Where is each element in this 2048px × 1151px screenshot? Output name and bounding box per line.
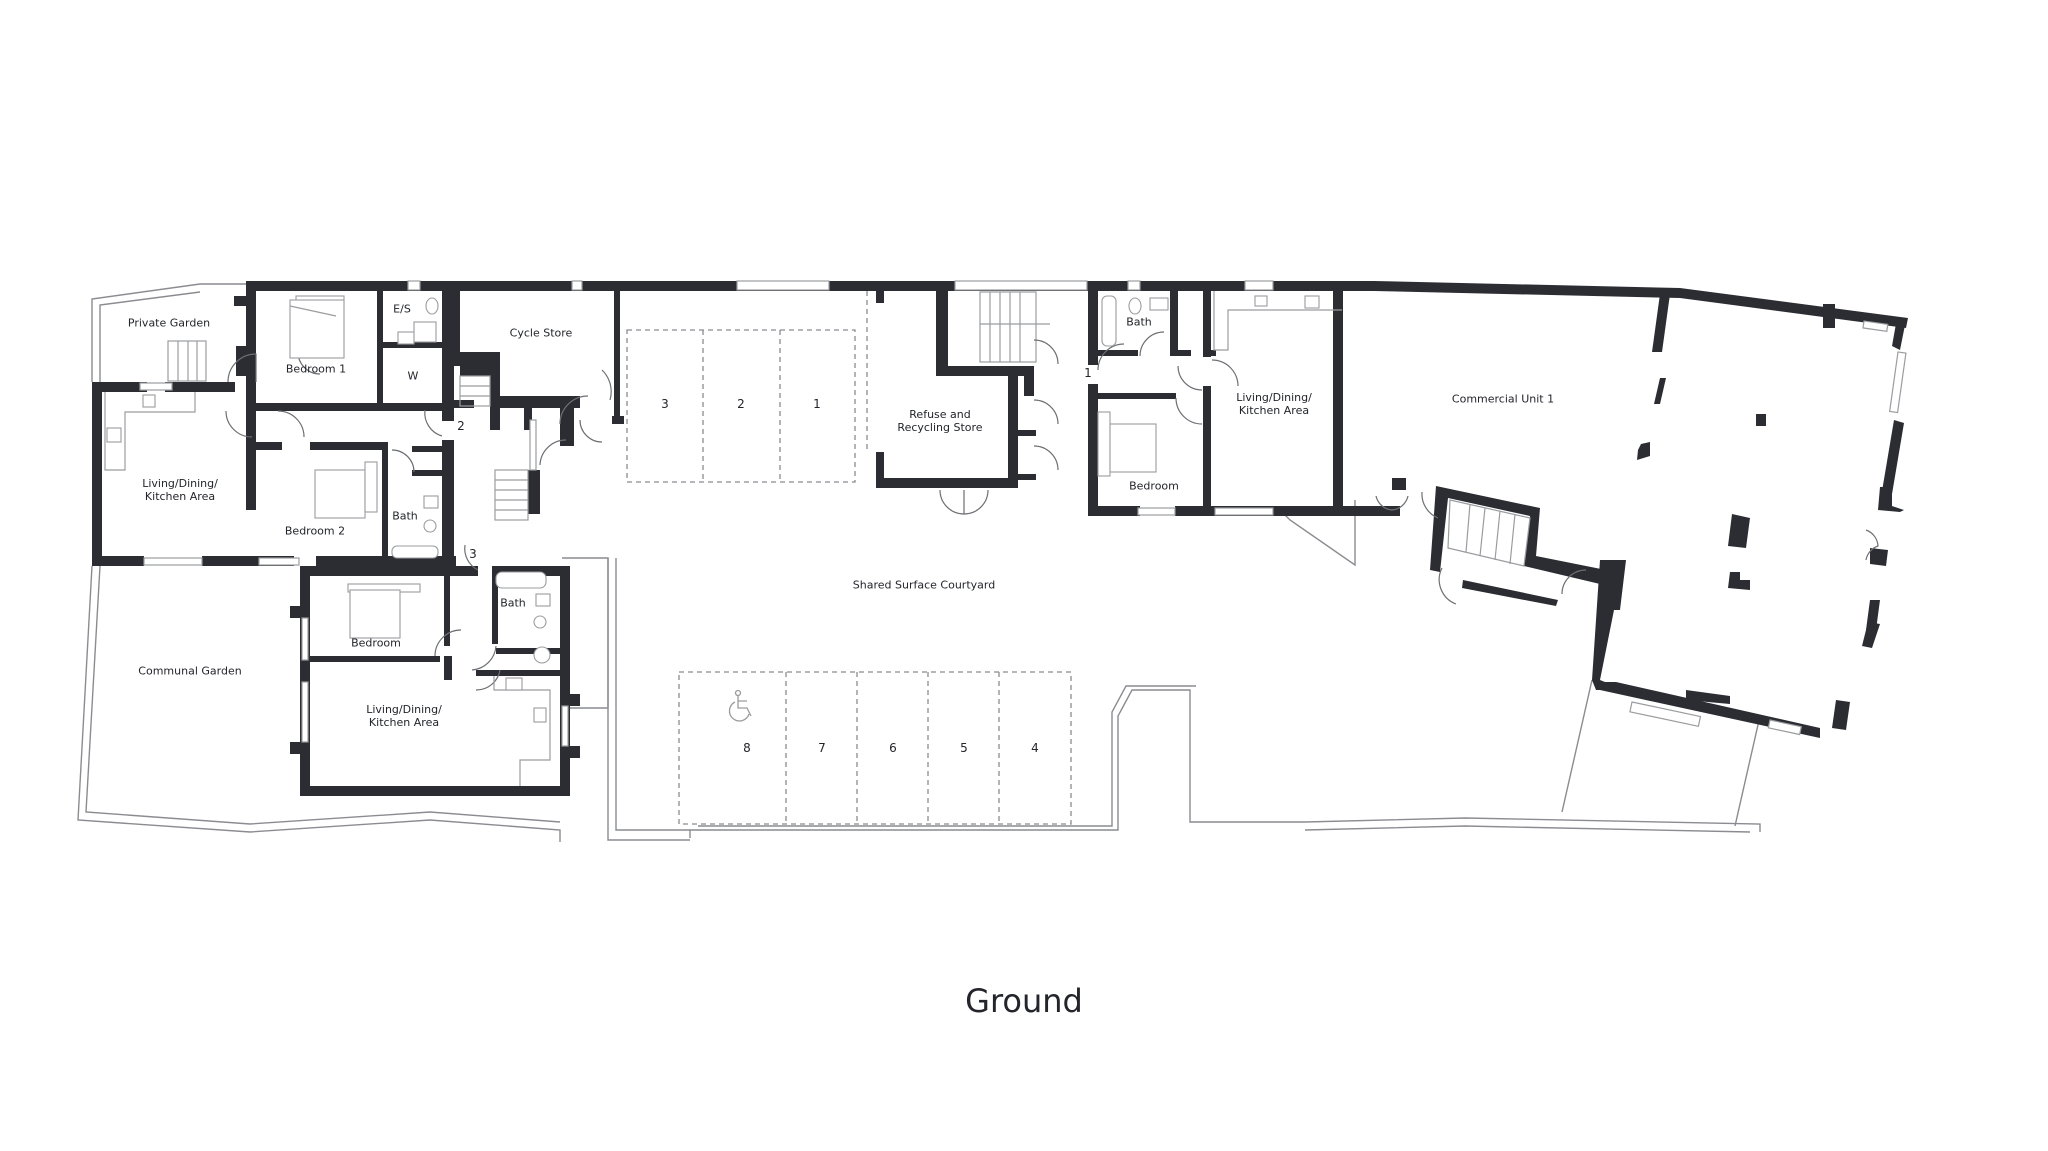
room-label-en-suite: E/S [393, 302, 411, 316]
room-label-bedroom-c: Bedroom [351, 636, 401, 650]
room-label-living-b-line2: Kitchen Area [1238, 404, 1310, 417]
room-label-bedroom-b: Bedroom [1129, 479, 1179, 493]
parking-bay-number: 3 [661, 397, 669, 411]
room-label-bath-c: Bath [500, 596, 526, 610]
unit-number-3: 3 [469, 547, 477, 561]
room-label-living-c-line2: Kitchen Area [368, 716, 440, 729]
site-boundary-lines [77, 283, 1761, 842]
room-label-wardrobe: W [407, 369, 419, 383]
room-label-living-b: Living/Dining/ Kitchen Area [1236, 391, 1312, 417]
room-label-courtyard: Shared Surface Courtyard [852, 578, 996, 592]
room-label-living-b-line1: Living/Dining/ [1236, 391, 1312, 404]
parking-bay-number: 6 [889, 741, 897, 755]
room-label-living-a-line2: Kitchen Area [144, 490, 216, 503]
unit-number-1: 1 [1084, 366, 1092, 380]
parking-bay-number: 8 [743, 741, 751, 755]
room-label-commercial-unit: Commercial Unit 1 [1451, 392, 1555, 406]
room-label-bedroom-2: Bedroom 2 [284, 524, 346, 538]
parking-bay-number: 5 [960, 741, 968, 755]
parking-bay-number: 2 [737, 397, 745, 411]
unit-number-2: 2 [457, 419, 465, 433]
level-title: Ground [965, 982, 1083, 1020]
room-label-refuse-line2: Recycling Store [897, 421, 983, 434]
furniture [104, 291, 1342, 786]
room-label-private-garden: Private Garden [127, 316, 211, 330]
parking-bays-north [626, 291, 868, 483]
windows [139, 280, 1907, 747]
parking-bays-south [678, 671, 1072, 825]
room-label-living-a-line1: Living/Dining/ [142, 477, 218, 490]
room-label-communal-garden: Communal Garden [138, 664, 242, 678]
room-label-living-c: Living/Dining/ Kitchen Area [366, 703, 442, 729]
stairs [167, 291, 1531, 567]
room-label-bath-b: Bath [1126, 315, 1152, 329]
room-label-living-c-line1: Living/Dining/ [366, 703, 442, 716]
room-label-bedroom-1: Bedroom 1 [285, 362, 347, 376]
parking-bay-number: 1 [813, 397, 821, 411]
parking-bay-number: 7 [818, 741, 826, 755]
parking-bay-number: 4 [1031, 741, 1039, 755]
room-label-bath-a: Bath [392, 509, 418, 523]
room-label-living-a: Living/Dining/ Kitchen Area [142, 477, 218, 503]
room-label-cycle-store: Cycle Store [509, 326, 573, 340]
wheelchair-icon [728, 689, 752, 722]
room-label-refuse-store: Refuse and Recycling Store [897, 408, 982, 434]
room-label-refuse-line1: Refuse and [909, 408, 971, 421]
